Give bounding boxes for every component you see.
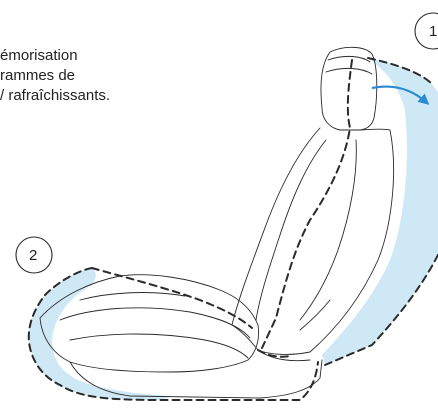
backrest-zone	[322, 58, 438, 365]
callout-2-label: 2	[29, 247, 37, 264]
callout-2: 2	[16, 237, 52, 273]
callout-1-label: 1	[429, 23, 437, 40]
callout-1: 1	[415, 13, 438, 49]
